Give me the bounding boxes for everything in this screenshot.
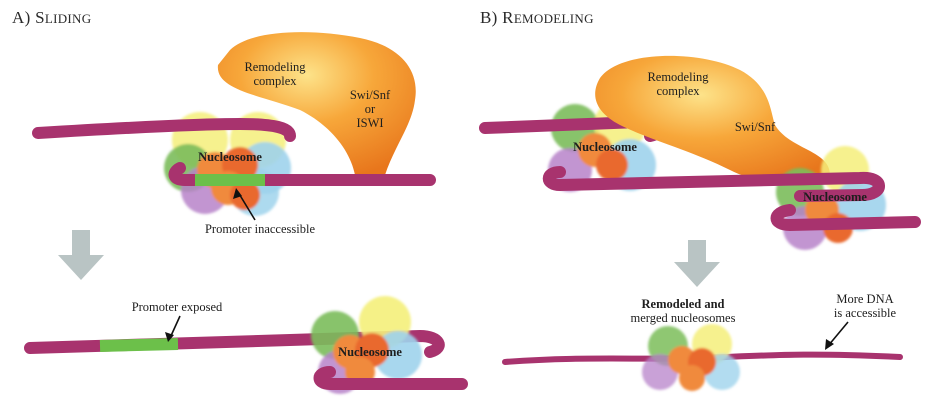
more-dna-line1: More DNA — [820, 292, 910, 306]
promoter-inaccessible-label: Promoter inaccessible — [190, 222, 330, 236]
complex-a-type-line1: Swi/Snf — [340, 88, 400, 102]
panel-b-title: B) REMODELING — [480, 8, 594, 28]
panel-b-title-rest: EMODELING — [514, 11, 594, 26]
panel-a-title: A) SLIDING — [12, 8, 91, 28]
complex-b-label: Remodeling complex — [638, 70, 718, 98]
down-arrow-b — [674, 240, 720, 287]
panel-a-title-initial: S — [35, 8, 45, 27]
complex-a-label-line2: complex — [235, 74, 315, 88]
nucleosome-a-label: Nucleosome — [190, 150, 270, 164]
panel-b-title-initial: R — [502, 8, 514, 27]
more-dna-line2: is accessible — [820, 306, 910, 320]
complex-a-label-line1: Remodeling — [235, 60, 315, 74]
complex-a-label: Remodeling complex — [235, 60, 315, 88]
promoter-exposed-label: Promoter exposed — [122, 300, 232, 314]
promoter-region-a-after — [100, 344, 178, 346]
merged-nucleosomes — [642, 324, 740, 391]
nucleosome-b-label-2: Nucleosome — [795, 190, 875, 204]
complex-a-type: Swi/Snf or ISWI — [340, 88, 400, 130]
merged-label-line2: merged nucleosomes — [618, 311, 748, 325]
more-dna-label: More DNA is accessible — [820, 292, 910, 320]
panel-a-letter: A) — [12, 8, 31, 27]
complex-b-label-line1: Remodeling — [638, 70, 718, 84]
nucleosome-b-label-1: Nucleosome — [565, 140, 645, 154]
merged-nucleosomes-label: Remodeled and merged nucleosomes — [618, 297, 748, 325]
complex-b-label-line2: complex — [638, 84, 718, 98]
panel-b-letter: B) — [480, 8, 498, 27]
down-arrow-a — [58, 230, 104, 280]
merged-label-line1: Remodeled and — [618, 297, 748, 311]
complex-a-type-line3: ISWI — [340, 116, 400, 130]
panel-a-title-rest: LIDING — [45, 11, 92, 26]
complex-b-type: Swi/Snf — [725, 120, 785, 134]
complex-a-type-line2: or — [340, 102, 400, 116]
nucleosome-a-after-label: Nucleosome — [330, 345, 410, 359]
